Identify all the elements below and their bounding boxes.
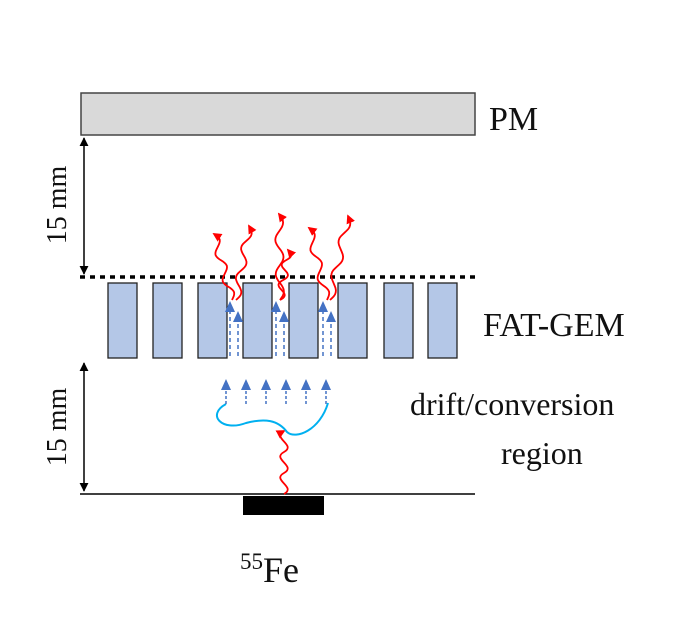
drift-electron-head-5	[301, 379, 311, 390]
electrode-3	[197, 282, 228, 359]
dimension-label-top: 15 mm	[42, 166, 73, 245]
drift-electron-head-1	[221, 379, 231, 390]
source-mass-number: 55	[240, 549, 263, 574]
photon-4	[277, 248, 297, 301]
fe55-source	[243, 496, 324, 515]
pm-photomultiplier	[80, 92, 476, 136]
pm-label: PM	[489, 101, 538, 138]
hole-electron-head-2	[233, 311, 243, 322]
photon-2	[234, 224, 257, 301]
drift-electron-head-6	[321, 379, 331, 390]
hole-electron-head-6	[326, 311, 336, 322]
source-element: Fe	[263, 550, 299, 590]
electrode-5	[288, 282, 319, 359]
drift-electron-head-2	[241, 379, 251, 390]
hole-electron-head-3	[271, 301, 281, 312]
electrode-2	[152, 282, 183, 359]
electrode-4	[242, 282, 273, 359]
hole-electron-head-5	[318, 301, 328, 312]
dimension-label-bottom: 15 mm	[42, 388, 73, 467]
electrode-7	[383, 282, 414, 359]
drift-region-label-line1: drift/conversion	[410, 386, 614, 422]
drift-electrons	[221, 379, 331, 404]
source-label: 55Fe	[240, 549, 299, 590]
drift-electron-head-3	[261, 379, 271, 390]
electrode-1	[107, 282, 138, 359]
photon-5	[307, 226, 331, 301]
hole-electron-head-1	[225, 301, 235, 312]
drift-electron-head-4	[281, 379, 291, 390]
ionization-track	[215, 402, 329, 436]
hole-electrons	[225, 301, 336, 356]
photon-3	[274, 212, 287, 301]
fatgem-label: FAT-GEM	[483, 307, 625, 344]
electrode-8	[427, 282, 458, 359]
hole-electron-head-4	[279, 311, 289, 322]
photon-6	[329, 214, 355, 301]
drift-region-label-line2: region	[501, 435, 583, 471]
xray-photon	[275, 430, 289, 495]
photon-1	[212, 233, 236, 301]
fatgem-electrodes	[107, 282, 458, 359]
scintillation-photons	[212, 212, 355, 301]
electrode-6	[337, 282, 368, 359]
